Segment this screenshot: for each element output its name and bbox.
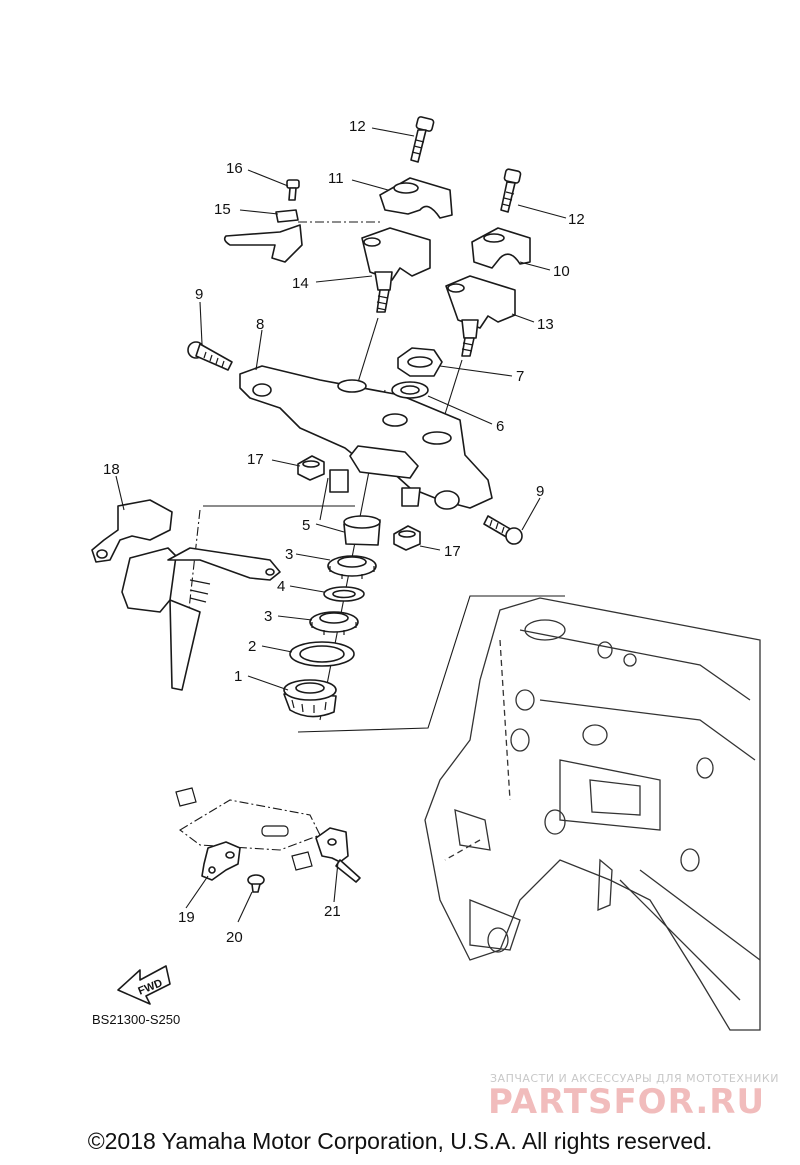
callout-17b: 17 bbox=[444, 543, 461, 560]
callout-21: 21 bbox=[324, 903, 341, 920]
cap-5 bbox=[343, 515, 381, 546]
callout-5: 5 bbox=[302, 517, 310, 534]
upper-bracket-8 bbox=[239, 365, 493, 510]
lower-assembly-dashed bbox=[175, 787, 321, 871]
callout-17a: 17 bbox=[247, 451, 264, 468]
washer-4 bbox=[323, 586, 365, 602]
callout-10: 10 bbox=[553, 263, 570, 280]
callout-11: 11 bbox=[328, 170, 344, 187]
callout-18: 18 bbox=[103, 461, 120, 478]
callout-3b: 3 bbox=[264, 608, 272, 625]
callout-leaders bbox=[115, 127, 567, 923]
callout-16: 16 bbox=[226, 160, 243, 177]
lower-holder-14 bbox=[361, 227, 431, 313]
fwd-arrow: FWD bbox=[117, 965, 171, 1005]
callout-8: 8 bbox=[256, 316, 264, 333]
nut-17a bbox=[297, 455, 325, 481]
ring-nut-3b bbox=[309, 611, 359, 635]
callout-12b: 12 bbox=[568, 211, 585, 228]
bolt-9b bbox=[483, 515, 523, 545]
callout-2: 2 bbox=[248, 638, 256, 655]
copyright-notice: ©2018 Yamaha Motor Corporation, U.S.A. A… bbox=[87, 1128, 713, 1154]
callout-3a: 3 bbox=[285, 546, 293, 563]
callout-20: 20 bbox=[226, 929, 243, 946]
bolt-9a bbox=[187, 341, 233, 371]
bracket-18 bbox=[91, 499, 281, 691]
diagram-code: BS21300-S250 bbox=[92, 1012, 181, 1027]
screw-20 bbox=[247, 874, 265, 893]
nut-17b bbox=[393, 525, 421, 551]
bolt-16 bbox=[286, 179, 300, 201]
nut-7 bbox=[397, 347, 443, 377]
callout-4: 4 bbox=[277, 578, 285, 595]
callout-13: 13 bbox=[537, 316, 554, 333]
callout-1: 1 bbox=[234, 668, 242, 685]
callout-9b: 9 bbox=[536, 483, 544, 500]
callout-14: 14 bbox=[292, 275, 309, 292]
bearing-1 bbox=[283, 679, 337, 718]
bracket-21 bbox=[315, 827, 361, 883]
callout-12a: 12 bbox=[349, 118, 366, 135]
callouts: 12 16 15 11 12 10 13 14 9 8 7 6 17 17 9 … bbox=[103, 118, 585, 946]
washer-6 bbox=[391, 381, 429, 399]
ring-nut-3a bbox=[327, 555, 377, 579]
bracket-15 bbox=[223, 209, 303, 263]
seal-2 bbox=[289, 641, 355, 667]
lower-holder-13 bbox=[445, 275, 516, 357]
bolt-12a bbox=[410, 116, 435, 163]
callout-19: 19 bbox=[178, 909, 195, 926]
bracket-19 bbox=[201, 841, 241, 881]
bolt-12b bbox=[500, 168, 522, 213]
watermark-logo: PARTSFOR.RU bbox=[488, 1082, 766, 1122]
callout-15: 15 bbox=[214, 201, 231, 218]
upper-holder-10 bbox=[471, 227, 531, 269]
callout-6: 6 bbox=[496, 418, 504, 435]
callout-7: 7 bbox=[516, 368, 524, 385]
callout-9a: 9 bbox=[195, 286, 203, 303]
upper-holder-11 bbox=[379, 177, 453, 219]
watermark-tagline: ЗАПЧАСТИ И АКСЕССУАРЫ ДЛЯ МОТОТЕХНИКИ bbox=[490, 1072, 779, 1085]
frame-drawing bbox=[424, 597, 761, 1031]
